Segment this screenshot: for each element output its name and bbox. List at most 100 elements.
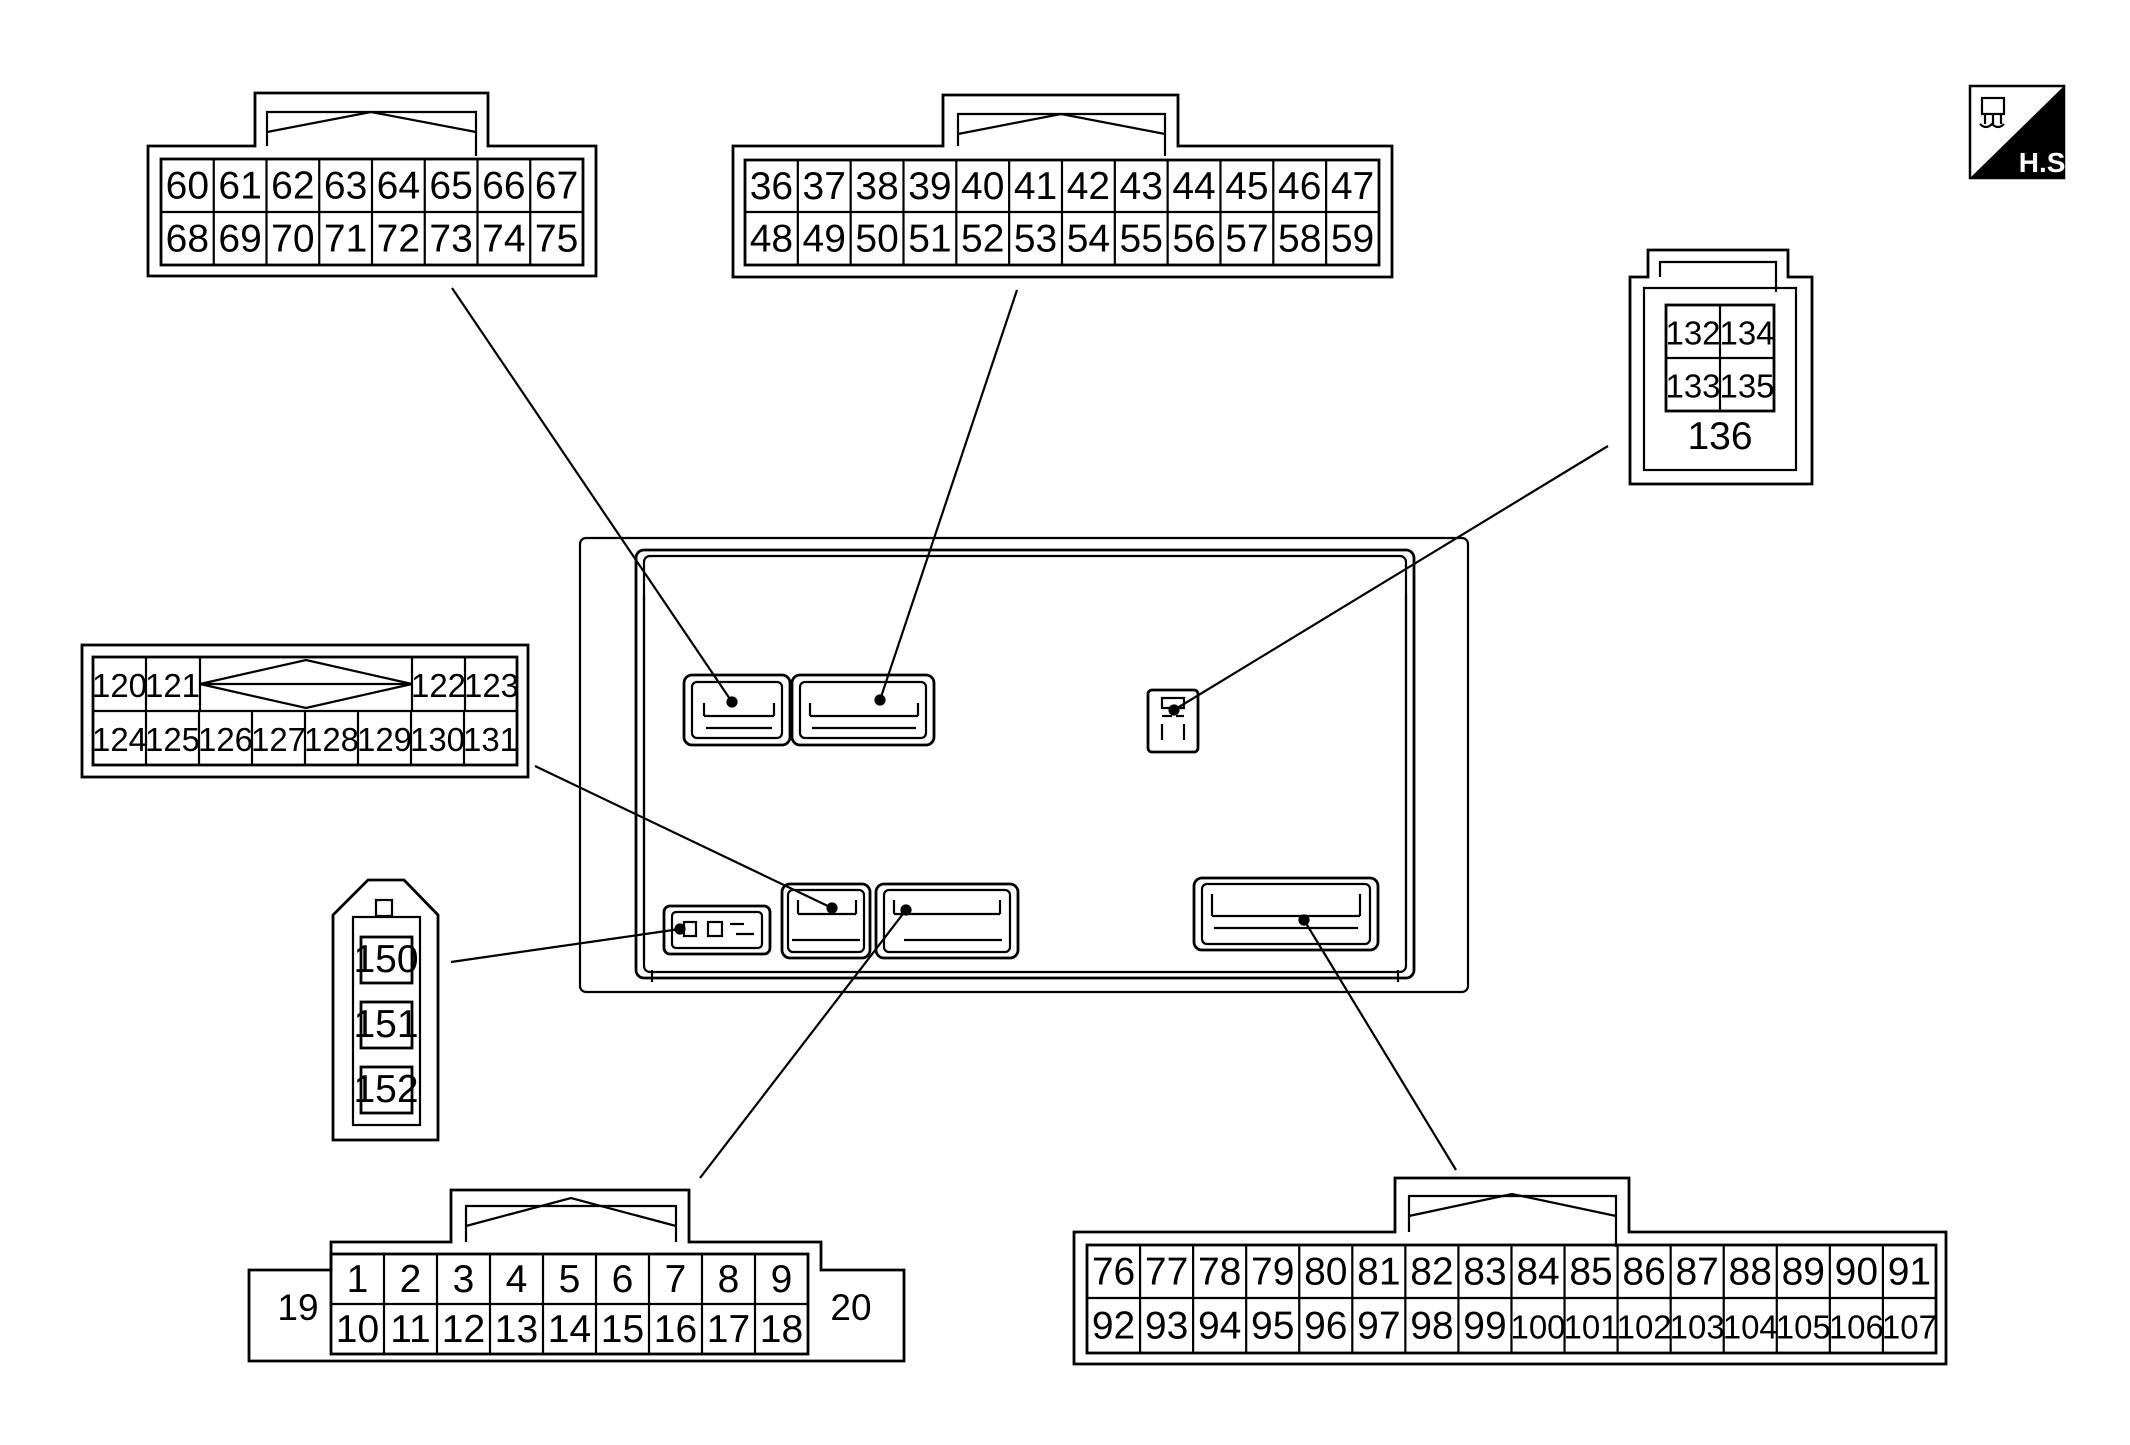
pin-72: 72 <box>377 218 420 261</box>
pin-42: 42 <box>1067 165 1110 208</box>
pin-103: 103 <box>1670 1309 1725 1346</box>
pin-79: 79 <box>1251 1251 1294 1294</box>
pin-77: 77 <box>1145 1251 1188 1294</box>
pin-87: 87 <box>1675 1251 1718 1294</box>
pin-68: 68 <box>166 218 209 261</box>
pin-76: 76 <box>1092 1251 1135 1294</box>
pin-86: 86 <box>1622 1251 1665 1294</box>
pin-5: 5 <box>559 1258 581 1301</box>
pin-102: 102 <box>1617 1309 1672 1346</box>
pin-3: 3 <box>453 1258 475 1301</box>
pin-58: 58 <box>1278 218 1321 261</box>
pin-84: 84 <box>1516 1251 1559 1294</box>
harness-side-badge: H.S. <box>1968 84 2073 180</box>
pin-43: 43 <box>1120 165 1163 208</box>
pin-71: 71 <box>324 218 367 261</box>
pin-95: 95 <box>1251 1305 1294 1348</box>
badge-label: H.S. <box>2019 147 2073 178</box>
leader-lines <box>450 287 1609 1179</box>
pin-121: 121 <box>145 667 200 704</box>
pin-75: 75 <box>535 218 578 261</box>
pin-106: 106 <box>1829 1309 1884 1346</box>
pin-69: 69 <box>218 218 261 261</box>
pin-18: 18 <box>760 1308 803 1351</box>
pin-123: 123 <box>464 667 519 704</box>
pin-11: 11 <box>390 1308 431 1351</box>
pin-150: 150 <box>353 938 418 981</box>
pin-6: 6 <box>612 1258 634 1301</box>
pin-127: 127 <box>251 721 306 758</box>
pin-67: 67 <box>535 165 578 208</box>
pin-80: 80 <box>1304 1251 1347 1294</box>
pin-37: 37 <box>803 165 846 208</box>
socket-60-75 <box>682 673 792 747</box>
pin-38: 38 <box>855 165 898 208</box>
pin-47: 47 <box>1331 165 1374 208</box>
pin-box <box>359 935 414 985</box>
pin-125: 125 <box>145 721 200 758</box>
pin-78: 78 <box>1198 1251 1241 1294</box>
pin-94: 94 <box>1198 1305 1241 1348</box>
pin-101: 101 <box>1564 1309 1619 1346</box>
socket-36-59 <box>790 673 936 747</box>
pin-99: 99 <box>1463 1305 1506 1348</box>
pin-7: 7 <box>665 1258 687 1301</box>
unit-body <box>578 536 1470 994</box>
pin-49: 49 <box>803 218 846 261</box>
pin-55: 55 <box>1120 218 1163 261</box>
pin-box <box>359 1000 414 1050</box>
pin-41: 41 <box>1014 165 1057 208</box>
pin-64: 64 <box>377 165 420 208</box>
pin-51: 51 <box>908 218 951 261</box>
pin-82: 82 <box>1410 1251 1453 1294</box>
pin-136: 136 <box>1687 415 1752 458</box>
pin-44: 44 <box>1172 165 1215 208</box>
pin-12: 12 <box>442 1308 485 1351</box>
pin-93: 93 <box>1145 1305 1188 1348</box>
pin-59: 59 <box>1331 218 1374 261</box>
pin-2: 2 <box>400 1258 422 1301</box>
pin-1: 1 <box>347 1258 369 1301</box>
pin-129: 129 <box>357 721 412 758</box>
pin-61: 61 <box>218 165 261 208</box>
pin-83: 83 <box>1463 1251 1506 1294</box>
pin-100: 100 <box>1510 1309 1565 1346</box>
pin-132: 132 <box>1665 315 1720 352</box>
pin-70: 70 <box>271 218 314 261</box>
pin-65: 65 <box>429 165 472 208</box>
pin-50: 50 <box>855 218 898 261</box>
pin-81: 81 <box>1357 1251 1400 1294</box>
pin-13: 13 <box>495 1308 538 1351</box>
pin-39: 39 <box>908 165 951 208</box>
pin-91: 91 <box>1888 1251 1931 1294</box>
pin-36: 36 <box>750 165 793 208</box>
pin-73: 73 <box>429 218 472 261</box>
pin-45: 45 <box>1225 165 1268 208</box>
pin-box <box>359 1065 414 1115</box>
pin-10: 10 <box>336 1308 379 1351</box>
pin-90: 90 <box>1835 1251 1878 1294</box>
pin-54: 54 <box>1067 218 1110 261</box>
pin-66: 66 <box>482 165 525 208</box>
pin-104: 104 <box>1723 1309 1778 1346</box>
pin-46: 46 <box>1278 165 1321 208</box>
pin-92: 92 <box>1092 1305 1135 1348</box>
